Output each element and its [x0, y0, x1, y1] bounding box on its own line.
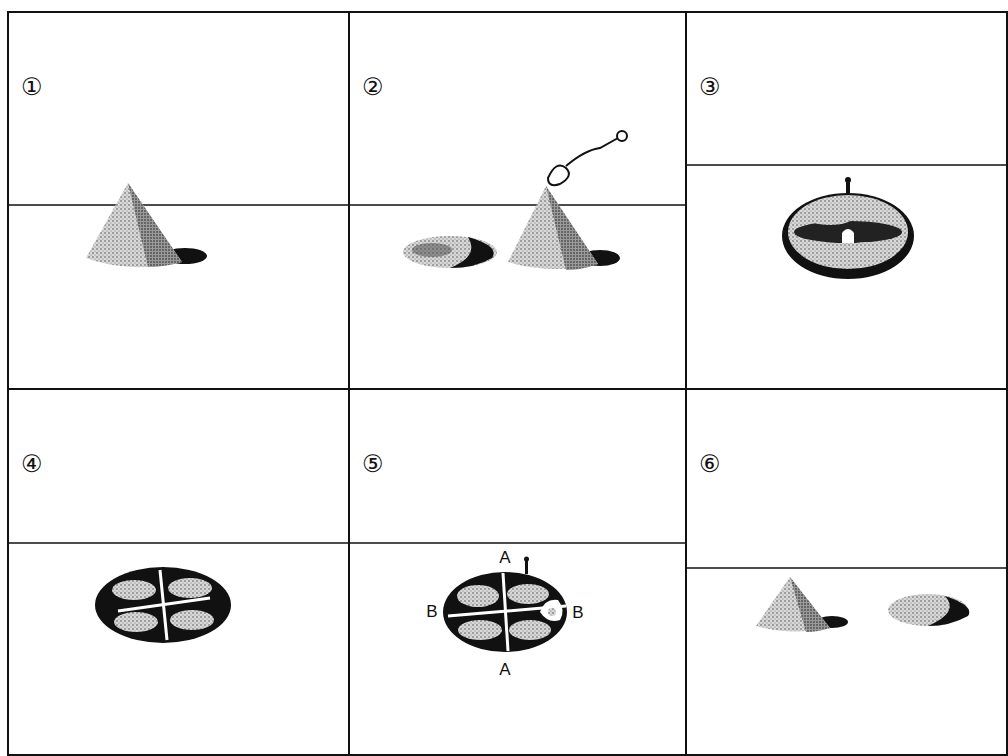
horizon-line — [8, 165, 1008, 568]
panel-box: ③ — [685, 11, 1008, 390]
flat-mound — [403, 236, 497, 268]
panel-box: ① — [7, 11, 350, 390]
panel-box: ⑥ — [685, 388, 1008, 756]
panel-number: ① — [21, 75, 43, 99]
direction-letter: B — [571, 604, 584, 621]
ring-mound — [782, 177, 914, 279]
panel-number: ② — [362, 75, 384, 99]
flat-mound — [888, 594, 969, 626]
quartered-disc — [95, 567, 231, 643]
panel-number: ④ — [21, 452, 43, 476]
direction-letter: B — [425, 603, 438, 620]
sand-cone — [86, 183, 207, 267]
direction-letter: A — [498, 661, 511, 678]
sand-cone — [508, 186, 620, 270]
panel-box: ② — [348, 11, 687, 390]
direction-letter: A — [498, 549, 511, 566]
ladle — [548, 131, 627, 185]
panel-number: ③ — [699, 75, 721, 99]
sand-cone — [756, 577, 848, 632]
quartered-disc — [443, 557, 567, 653]
panel-number: ⑤ — [362, 452, 384, 476]
panel-number: ⑥ — [699, 452, 721, 476]
panel-box: ⑤ — [348, 388, 687, 756]
panel-box: ④ — [7, 388, 350, 756]
